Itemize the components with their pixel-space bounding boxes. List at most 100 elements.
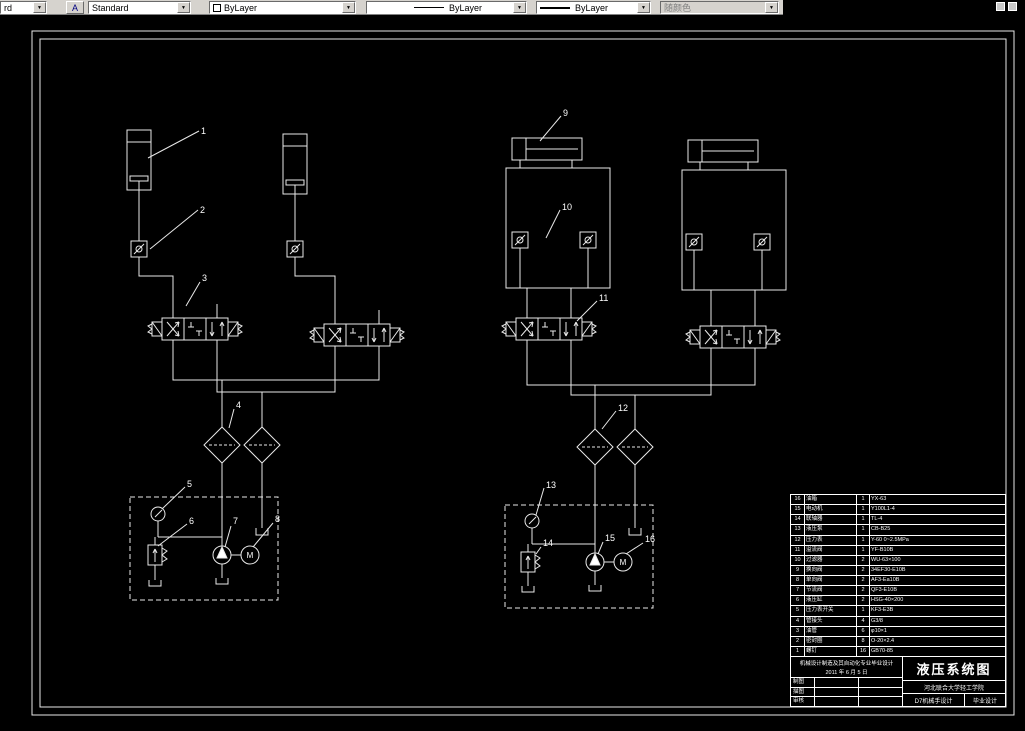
bom-cell: 2 [857, 596, 870, 606]
color-swatch-icon [213, 3, 221, 12]
properties-toolbar: rd ▼ A Standard ▼ ByLayer ▼ ByLayer ▼ By… [0, 0, 1025, 15]
clamp-block-b [681, 169, 787, 291]
bom-cell: 7 [791, 586, 805, 596]
bom-cell: 2 [791, 636, 805, 646]
callout-5: 5 [187, 479, 192, 489]
bom-cell: KF3-E3B [871, 607, 894, 614]
bom-cell: 1 [857, 525, 870, 535]
bom-cell: 16 [857, 646, 870, 656]
color-combo[interactable]: ByLayer ▼ [209, 1, 356, 14]
bom-cell: 电动机 [805, 505, 857, 515]
sig-cell [859, 678, 902, 687]
pressure-gauge-13 [524, 513, 540, 529]
linetype-combo[interactable]: ByLayer ▼ [366, 1, 527, 14]
pipe [216, 340, 263, 427]
pipe [570, 340, 636, 429]
chevron-down-icon[interactable]: ▼ [33, 2, 46, 13]
bom-cell: 3 [791, 626, 805, 636]
bom-cell: 压力表 [805, 535, 857, 545]
callout-numbers: 1 2 3 4 5 6 7 8 9 10 11 12 13 14 15 16 [187, 108, 655, 548]
pressure-gauge-5 [150, 506, 166, 522]
cylinder-9 [511, 137, 583, 161]
bom-cell: 1 [857, 505, 870, 515]
frame-outer [31, 30, 1015, 716]
text-style-value: Standard [92, 2, 129, 13]
bom-cell: 液压泵 [805, 525, 857, 535]
chevron-down-icon[interactable]: ▼ [637, 2, 650, 13]
bom-cell: Y-60 0~2.5MPa [871, 536, 909, 543]
bom-cell: 13 [791, 525, 805, 535]
bom-cell: AF3-Ea10B [871, 577, 900, 583]
callout-16: 16 [645, 534, 655, 544]
text-style-combo[interactable]: Standard ▼ [88, 1, 191, 14]
mini-toolbar-icon[interactable] [996, 2, 1005, 11]
chevron-down-icon[interactable]: ▼ [513, 2, 526, 13]
chevron-down-icon[interactable]: ▼ [177, 2, 190, 13]
pump-7 [212, 545, 232, 565]
bom-cell: WU-63×100 [871, 556, 901, 563]
callout-4: 4 [236, 400, 241, 410]
tank-icon [588, 585, 602, 592]
cylinder-1 [126, 129, 152, 241]
plotstyle-combo: 随颜色 ▼ [660, 1, 779, 14]
bom-cell: 单向阀 [805, 576, 857, 586]
school-name: 河北联合大学轻工学院 [903, 681, 1005, 694]
bom-cell: 16 [791, 495, 805, 505]
bom-cell: TL-4 [871, 516, 883, 523]
bom-cell: 液压缸 [805, 596, 857, 606]
drawing-title: 液压系统图 [903, 657, 1005, 681]
bom-cell: φ10×1 [871, 627, 887, 634]
note-line-2: 2011 年 6 月 5 日 [825, 669, 868, 676]
bom-cell: 4 [857, 616, 870, 626]
bom-cell: 1 [857, 535, 870, 545]
linetype-value: ByLayer [448, 2, 483, 13]
chevron-down-icon[interactable]: ▼ [342, 2, 355, 13]
bom-cell: 5 [791, 606, 805, 616]
tank-icon [628, 528, 642, 536]
bom-cell: 34EF30-E10B [871, 566, 906, 573]
pipe [595, 348, 756, 386]
bom-cell: O-20×2.4 [871, 637, 895, 644]
pilot-check-valve-10b [579, 231, 597, 249]
bom-cell: GB70-85 [871, 647, 894, 654]
lineweight-combo[interactable]: ByLayer ▼ [536, 1, 651, 14]
text-style-manager-button[interactable]: A [66, 1, 84, 14]
project-type: 毕业设计 [972, 698, 997, 705]
bom-cell: 9 [791, 565, 805, 575]
bom-cell: 2 [857, 565, 870, 575]
callout-1: 1 [201, 126, 206, 136]
dim-style-value: rd [4, 2, 13, 13]
bom-cell: 1 [857, 495, 870, 505]
dim-style-combo[interactable]: rd ▼ [0, 1, 47, 14]
bom-cell: YX-63 [871, 496, 887, 502]
bom-cell: 8 [857, 636, 870, 646]
bom-cell: 6 [857, 626, 870, 636]
bom-cell: 6 [791, 596, 805, 606]
cylinder-1b [282, 133, 308, 241]
pipe [172, 340, 223, 427]
callout-13: 13 [546, 480, 556, 490]
mini-toolbar-icon[interactable] [1008, 2, 1017, 11]
bom-cell: 密封圈 [805, 636, 857, 646]
bom-cell: 1 [857, 545, 870, 555]
bom-cell: 油管 [805, 626, 857, 636]
bom-cell: 油箱 [805, 495, 857, 505]
bom-cell: 15 [791, 505, 805, 515]
sig-cell [815, 678, 859, 687]
callout-9: 9 [563, 108, 568, 118]
drawing-canvas[interactable]: M [0, 15, 1025, 731]
pump-15 [585, 552, 605, 572]
bom-cell: 12 [791, 535, 805, 545]
hydraulic-schematic: M [31, 30, 1015, 716]
